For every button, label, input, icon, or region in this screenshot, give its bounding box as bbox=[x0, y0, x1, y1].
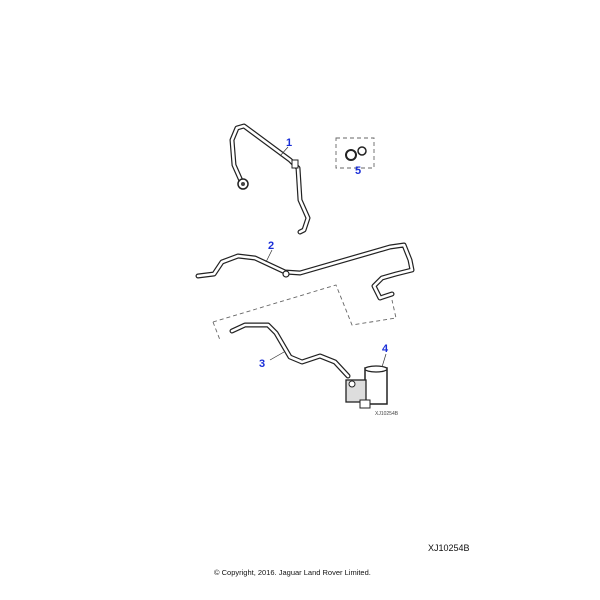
callout-1[interactable]: 1 bbox=[286, 137, 292, 149]
copyright: © Copyright, 2016. Jaguar Land Rover Lim… bbox=[214, 568, 371, 577]
part-1-tube[interactable] bbox=[229, 123, 311, 235]
drawing-ref-small: XJ10254B bbox=[375, 411, 399, 417]
callout-2[interactable]: 2 bbox=[268, 240, 274, 252]
part-5-seal[interactable] bbox=[335, 137, 375, 169]
callout-5[interactable]: 5 bbox=[355, 165, 361, 177]
part-2-tube[interactable] bbox=[195, 242, 415, 301]
callout-4[interactable]: 4 bbox=[382, 343, 389, 355]
assembly-boundary bbox=[212, 284, 397, 341]
part-4-valve[interactable] bbox=[345, 365, 388, 409]
drawing-reference: XJ10254B bbox=[428, 543, 470, 553]
callout-3[interactable]: 3 bbox=[259, 358, 265, 370]
part-3-tube[interactable] bbox=[229, 322, 351, 379]
